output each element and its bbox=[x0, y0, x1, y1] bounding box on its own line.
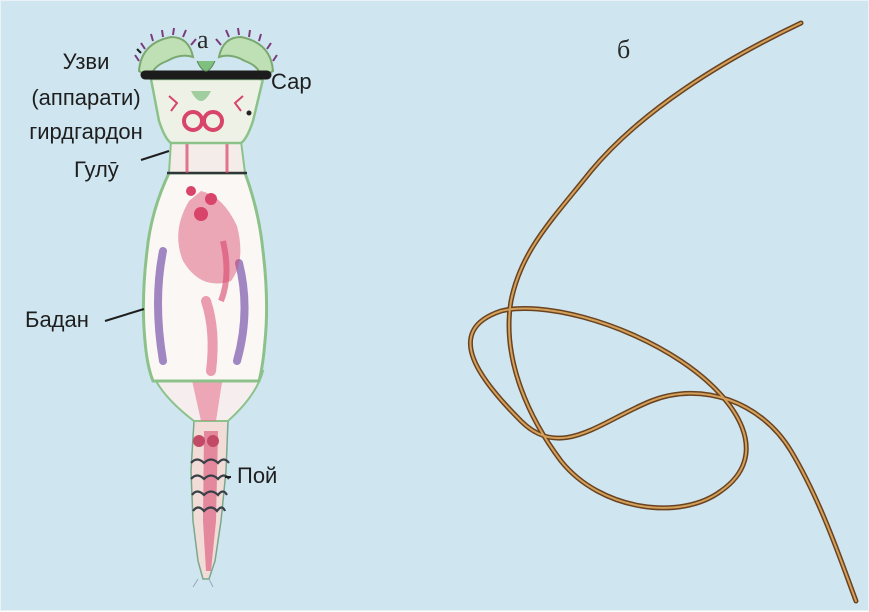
label-crown-line2: (аппарати) bbox=[17, 87, 155, 109]
rotifer-head bbox=[151, 79, 263, 143]
label-crown-line3: гирдгардон bbox=[17, 121, 155, 143]
rotifer-neck bbox=[167, 141, 247, 173]
label-body: Бадан bbox=[25, 309, 89, 331]
label-crown-line1: Узви bbox=[17, 51, 155, 73]
label-neck: Гулӯ bbox=[74, 159, 119, 181]
rotifer-foot bbox=[191, 421, 229, 587]
rotifer-illustration bbox=[105, 28, 277, 587]
panel-letter-b: б bbox=[617, 37, 630, 63]
worm-illustration bbox=[470, 23, 856, 601]
label-head: Сар bbox=[271, 71, 312, 93]
panel-letter-a: а bbox=[197, 27, 209, 53]
label-foot: Пой bbox=[237, 465, 277, 487]
